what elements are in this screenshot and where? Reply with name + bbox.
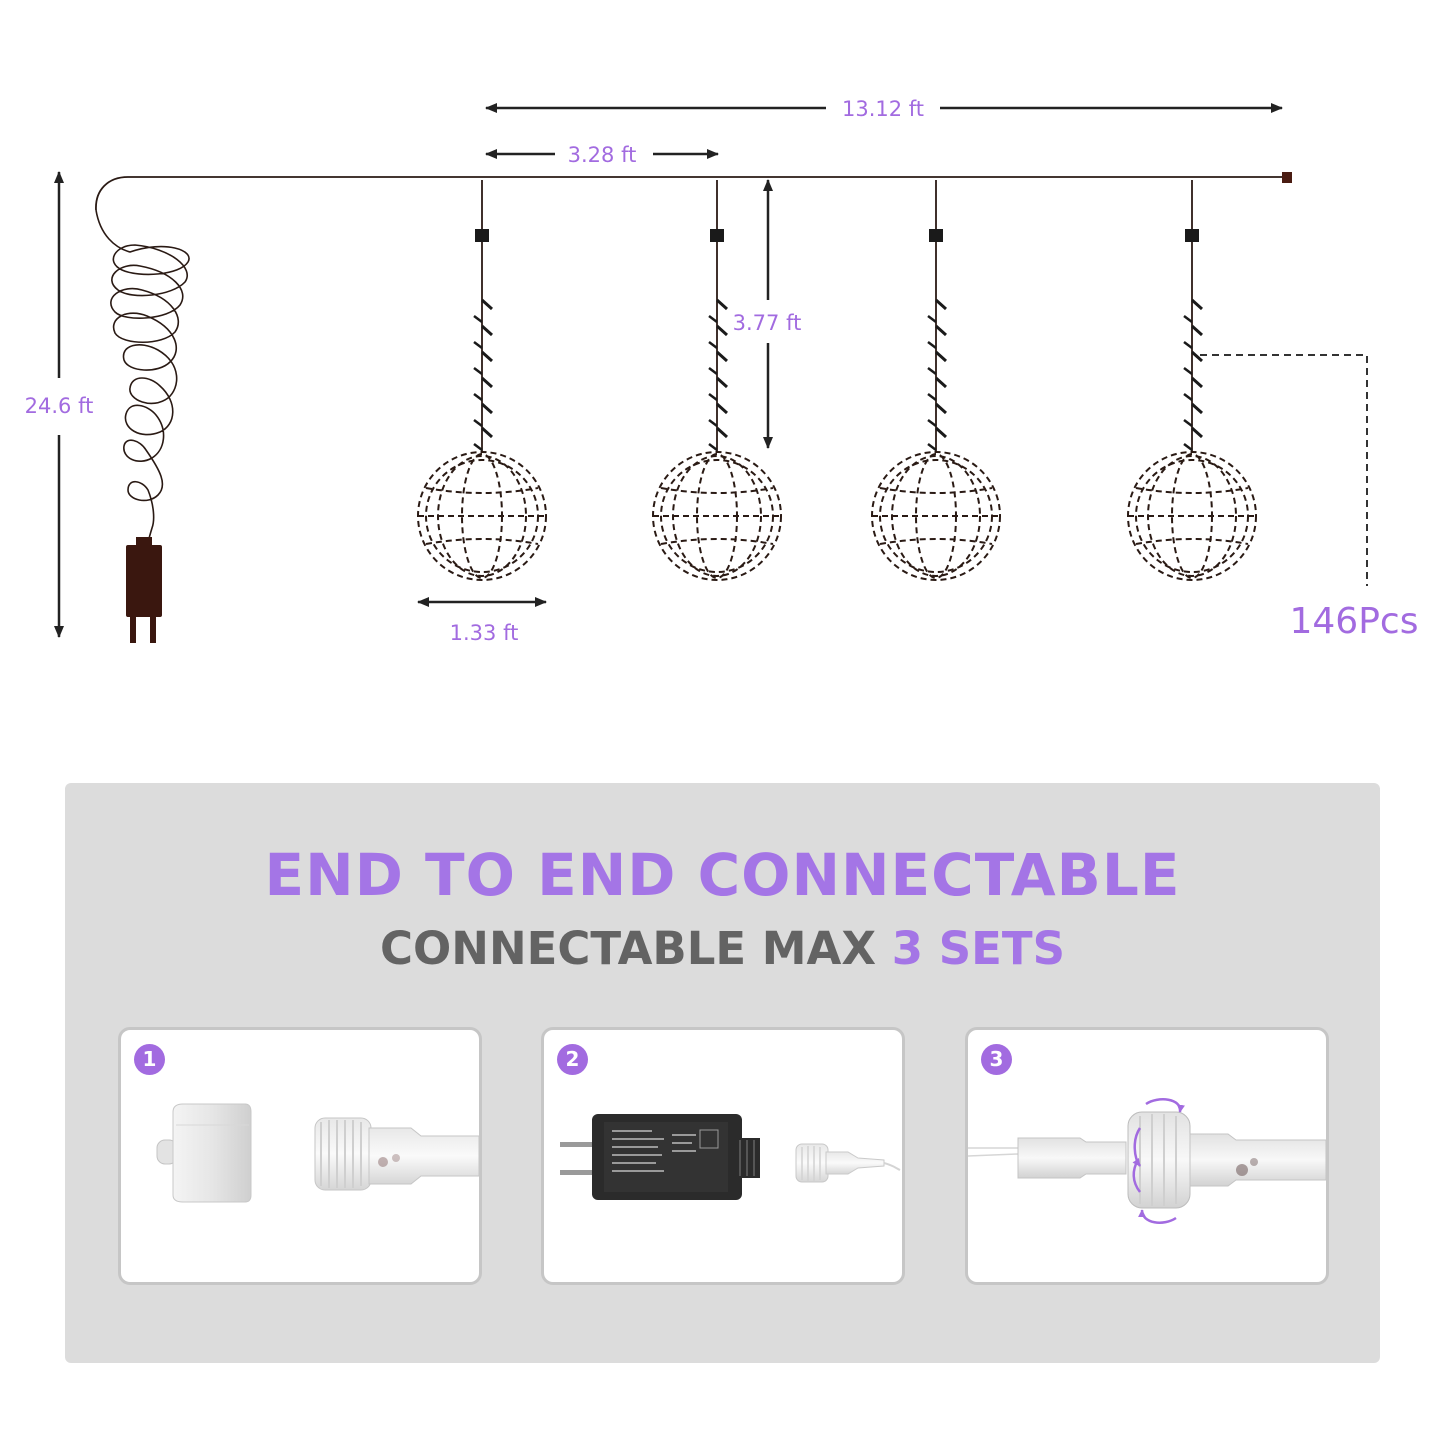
light-ball-1 <box>417 451 547 581</box>
step-number-2: 2 <box>557 1044 588 1075</box>
ball-drop-1 <box>417 180 547 581</box>
power-adapter-and-connector-icon <box>560 1114 901 1200</box>
total-length-dimension: 13.12 ft <box>485 97 1283 121</box>
twist-lock-connector-icon <box>968 1098 1326 1224</box>
light-ball-4 <box>1127 451 1257 581</box>
light-ball-3 <box>871 451 1001 581</box>
ball-drop-3 <box>871 180 1001 581</box>
step-number-3: 3 <box>981 1044 1012 1075</box>
ball-drop-2 <box>652 180 782 581</box>
spacing-dimension: 3.28 ft <box>485 143 719 167</box>
ball-diameter-label: 1.33 ft <box>450 621 519 645</box>
ball-drop-4 <box>1127 180 1257 581</box>
power-plug-icon <box>126 537 162 643</box>
hanging-ball-drops <box>417 180 1257 581</box>
step-number-1: 1 <box>134 1044 165 1075</box>
panel-subline: CONNECTABLE MAX 3 SETS <box>65 923 1380 975</box>
lead-cord-label: 24.6 ft <box>25 394 94 418</box>
main-wire <box>95 176 1285 211</box>
ball-diameter-dimension: 1.33 ft <box>417 597 547 645</box>
step-card-2: 2 <box>541 1027 905 1285</box>
coiled-lead-wire <box>95 209 190 547</box>
subline-prefix: CONNECTABLE MAX <box>380 922 892 975</box>
light-ball-2 <box>652 451 782 581</box>
step-card-1: 1 <box>118 1027 482 1285</box>
spacing-label: 3.28 ft <box>568 143 637 167</box>
led-count-label: 146Pcs <box>1290 601 1419 642</box>
drop-length-label: 3.77 ft <box>733 311 802 335</box>
connectable-panel: END TO END CONNECTABLE CONNECTABLE MAX 3… <box>65 783 1380 1363</box>
step-card-3: 3 <box>965 1027 1329 1285</box>
end-cap-and-male-connector-icon <box>156 1103 479 1203</box>
total-length-label: 13.12 ft <box>842 97 924 121</box>
subline-accent: 3 SETS <box>891 922 1065 975</box>
panel-headline: END TO END CONNECTABLE <box>264 841 1181 909</box>
end-connector <box>1282 172 1292 183</box>
led-count-callout: 146Pcs <box>1200 354 1419 642</box>
drop-length-dimension: 3.77 ft <box>733 179 802 449</box>
lead-cord-dimension: 24.6 ft <box>25 171 94 638</box>
dimension-diagram: 13.12 ft 3.28 ft 24.6 ft 3.77 ft 1.33 ft… <box>25 97 1419 645</box>
